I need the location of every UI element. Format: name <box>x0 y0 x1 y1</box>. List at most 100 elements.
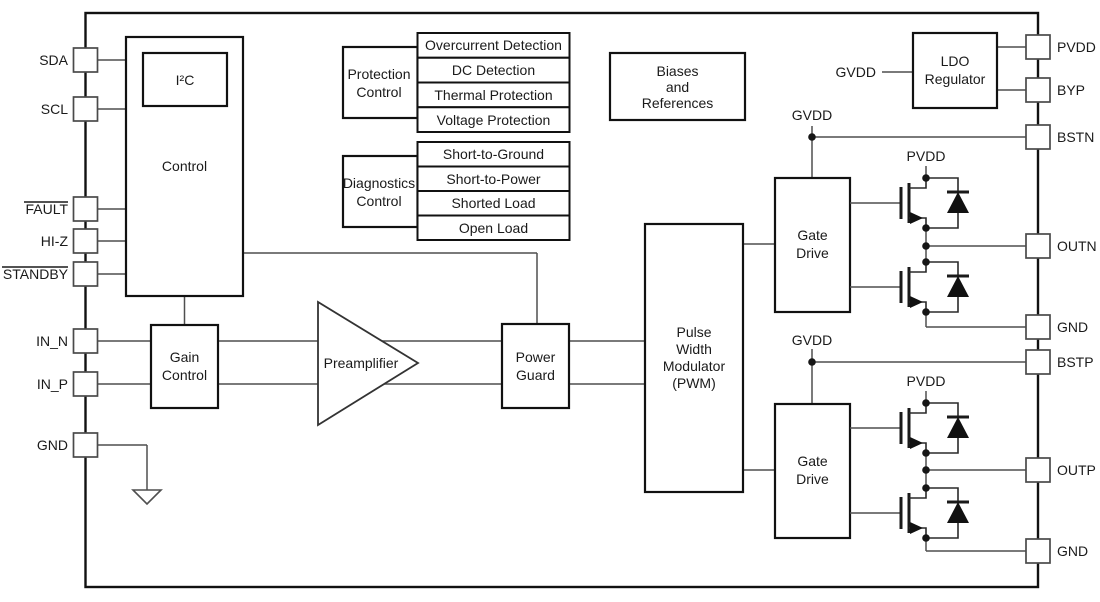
pin-gnd-left: GND <box>37 432 99 458</box>
biases-label-line2: and <box>666 79 689 95</box>
protection-control-block: Protection Control <box>341 45 419 120</box>
pin-label: OUTN <box>1057 238 1097 254</box>
gate-drive-top-label-line2: Drive <box>796 245 829 261</box>
list-item: Short-to-Ground <box>416 141 571 168</box>
biases-references-block: Biases and References <box>608 51 747 122</box>
pin-label: FAULT <box>25 201 68 217</box>
gate-drive-bottom-block: Gate Drive <box>773 402 852 540</box>
control-block: Control I²C <box>124 35 245 298</box>
nmos-low-side-bottom <box>848 486 971 540</box>
chip-outline <box>84 11 1040 589</box>
pin-pvdd: PVDD <box>1025 34 1096 60</box>
diagnostics-control-label-line1: Diagnostics <box>343 175 415 191</box>
pin-label: GND <box>1057 319 1088 335</box>
pin-square <box>72 196 99 222</box>
diagnostics-items-list: Short-to-Ground Short-to-Power Shorted L… <box>416 141 571 241</box>
pwm-label-line2: Width <box>676 341 712 357</box>
pin-bstn: BSTN <box>1025 124 1094 150</box>
list-item: Voltage Protection <box>416 106 571 133</box>
pin-in-n: IN_N <box>36 328 99 354</box>
protection-items-list: Overcurrent Detection DC Detection Therm… <box>416 32 571 133</box>
pin-label: BSTN <box>1057 129 1094 145</box>
power-guard-block: Power Guard <box>500 322 571 410</box>
pin-square <box>72 228 99 254</box>
pin-square <box>72 47 99 73</box>
pin-label: BSTP <box>1057 354 1094 370</box>
pwm-box <box>643 222 745 494</box>
pin-square <box>1025 34 1051 60</box>
gain-control-label-line1: Gain <box>170 349 200 365</box>
protection-control-label-line2: Control <box>356 84 401 100</box>
net-labels: GVDD GVDD PVDD GVDD PVDD <box>792 64 946 389</box>
pin-label: GND <box>37 437 68 453</box>
left-pins: SDA SCL FAULT HI-Z STANDBY IN_N IN_P <box>2 47 99 458</box>
pin-fault: FAULT <box>24 196 99 222</box>
list-item: Open Load <box>416 214 571 241</box>
pin-outp: OUTP <box>1025 457 1096 483</box>
pin-square <box>72 96 99 122</box>
net-label-pvdd-bottom: PVDD <box>907 373 946 389</box>
net-label-pvdd-top: PVDD <box>907 148 946 164</box>
preamplifier-block: Preamplifier <box>317 300 420 427</box>
diagnostics-control-label-line2: Control <box>356 193 401 209</box>
gate-drive-top-label-line1: Gate <box>797 227 828 243</box>
pin-square <box>72 432 99 458</box>
diagnostics-item-label: Open Load <box>459 220 528 236</box>
list-item: Thermal Protection <box>416 81 571 109</box>
gain-control-box <box>149 323 220 410</box>
pwm-label-line3: Modulator <box>663 358 726 374</box>
nmos-high-side-top <box>848 176 971 230</box>
pin-label: GND <box>1057 543 1088 559</box>
ldo-label-line1: LDO <box>941 53 970 69</box>
pin-scl: SCL <box>41 96 99 122</box>
power-guard-box <box>500 322 571 410</box>
pin-label: IN_P <box>37 376 68 392</box>
gate-drive-top-block: Gate Drive <box>773 176 852 314</box>
pin-label: BYP <box>1057 82 1085 98</box>
pin-label: SDA <box>39 52 68 68</box>
pin-gnd-top: GND <box>1025 314 1088 340</box>
pin-square <box>1025 349 1051 375</box>
biases-label-line1: Biases <box>656 63 698 79</box>
pin-hiz: HI-Z <box>41 228 99 254</box>
protection-control-box <box>341 45 419 120</box>
control-label: Control <box>162 158 207 174</box>
pin-square <box>1025 314 1051 340</box>
protection-item-label: Voltage Protection <box>437 112 551 128</box>
pwm-label-line4: (PWM) <box>672 375 716 391</box>
gain-control-label-line2: Control <box>162 367 207 383</box>
gate-drive-bottom-label-line2: Drive <box>796 471 829 487</box>
pwm-label-line1: Pulse <box>676 324 711 340</box>
ldo-label-line2: Regulator <box>925 71 986 87</box>
ldo-regulator-box <box>911 31 999 110</box>
pin-label: SCL <box>41 101 68 117</box>
pin-square <box>72 371 99 397</box>
pin-label: PVDD <box>1057 39 1096 55</box>
pin-byp: BYP <box>1025 77 1085 103</box>
gate-drive-top-box <box>773 176 852 314</box>
preamplifier-label: Preamplifier <box>324 355 399 371</box>
power-guard-label-line2: Guard <box>516 367 555 383</box>
pin-sda: SDA <box>39 47 99 73</box>
pwm-block: Pulse Width Modulator (PWM) <box>643 222 745 494</box>
i2c-label: I²C <box>176 72 195 88</box>
diagnostics-control-block: Diagnostics Control <box>341 154 419 229</box>
ldo-regulator-block: LDO Regulator <box>911 31 999 110</box>
net-label-gvdd-ldo: GVDD <box>836 64 876 80</box>
ground-symbol-icon <box>131 489 163 506</box>
nmos-high-side-bottom <box>848 401 971 455</box>
preamplifier-triangle <box>317 300 420 427</box>
list-item: Short-to-Power <box>416 165 571 192</box>
nmos-low-side-top <box>848 260 971 314</box>
pin-standby: STANDBY <box>2 261 99 287</box>
pin-square <box>1025 77 1051 103</box>
diagnostics-item-label: Short-to-Ground <box>443 146 544 162</box>
pin-label: IN_N <box>36 333 68 349</box>
pin-in-p: IN_P <box>37 371 99 397</box>
pin-label: HI-Z <box>41 233 69 249</box>
gate-drive-bottom-label-line1: Gate <box>797 453 828 469</box>
pin-bstp: BSTP <box>1025 349 1094 375</box>
diagnostics-item-label: Shorted Load <box>451 195 535 211</box>
list-item: Overcurrent Detection <box>416 32 571 59</box>
right-pins: PVDD BYP BSTN OUTN GND BSTP OUTP GND <box>1025 34 1097 564</box>
